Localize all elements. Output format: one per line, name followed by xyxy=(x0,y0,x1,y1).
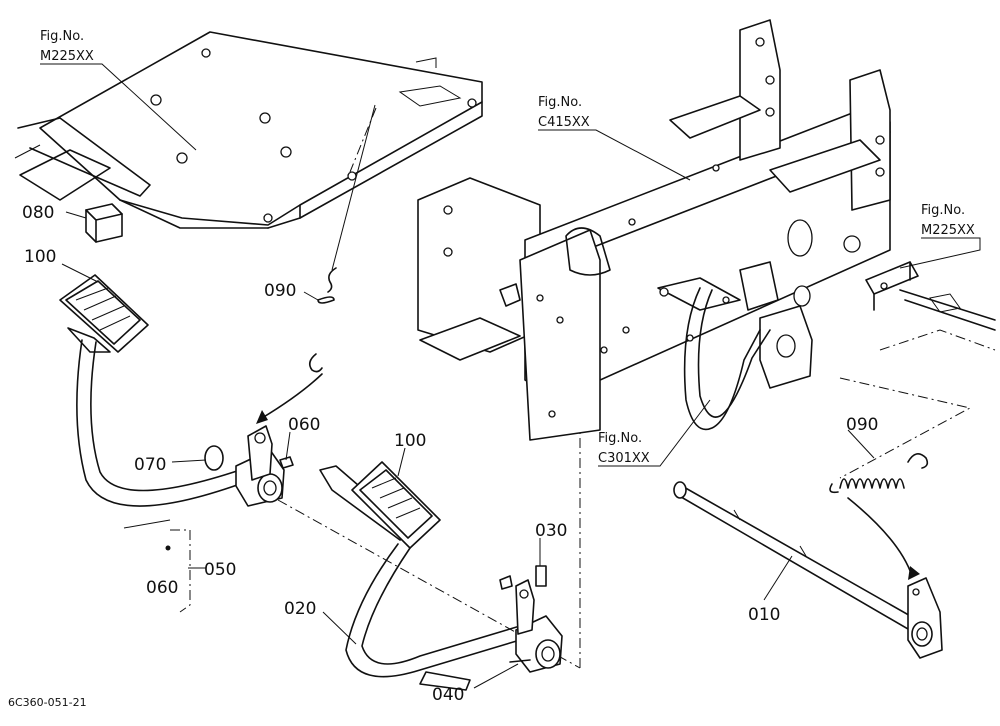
arrow-spring-left xyxy=(261,373,323,419)
svg-text:C301XX: C301XX xyxy=(598,451,650,466)
spring-090-left xyxy=(308,104,376,373)
svg-text:Fig.No.: Fig.No. xyxy=(538,95,582,110)
svg-text:Fig.No.: Fig.No. xyxy=(40,29,84,44)
floor-plate xyxy=(14,31,483,229)
right-side-rail xyxy=(839,261,996,479)
drawing-code: 6C360-051-21 xyxy=(8,696,87,709)
callout-090-left: 090 xyxy=(264,281,296,301)
svg-text:M225XX: M225XX xyxy=(921,223,975,238)
centerline-a xyxy=(349,107,377,173)
callout-040: 040 xyxy=(432,685,464,705)
fig-ref-m225-left: Fig.No. M225XX xyxy=(40,29,94,64)
brake-rod-loop xyxy=(683,287,771,431)
callout-080: 080 xyxy=(22,203,54,223)
svg-text:M225XX: M225XX xyxy=(40,49,94,64)
callout-030: 030 xyxy=(535,521,567,541)
fig-ref-m225-right: Fig.No. M225XX xyxy=(921,203,975,238)
svg-text:Fig.No.: Fig.No. xyxy=(598,431,642,446)
callout-020: 020 xyxy=(284,599,316,619)
fig-ref-c301: Fig.No. C301XX xyxy=(598,431,650,466)
fig-ref-c415: Fig.No. C415XX xyxy=(538,95,590,130)
callout-050: 050 xyxy=(204,560,236,580)
shaft-010 xyxy=(673,481,943,659)
brake-pedal-right xyxy=(319,461,563,691)
brake-pedal-left xyxy=(59,274,294,507)
callout-090-right: 090 xyxy=(846,415,878,435)
callout-060-top: 060 xyxy=(288,415,320,435)
callout-100-mid: 100 xyxy=(394,431,426,451)
centerline-d xyxy=(170,529,191,613)
arrowhead-left xyxy=(256,410,268,424)
callout-060-bottom: 060 xyxy=(146,578,178,598)
leader-lines xyxy=(40,63,981,689)
callout-070: 070 xyxy=(134,455,166,475)
svg-text:Fig.No.: Fig.No. xyxy=(921,203,965,218)
callout-010: 010 xyxy=(748,605,780,625)
part-080-stopper xyxy=(85,203,123,243)
point-060 xyxy=(165,545,171,551)
main-frame xyxy=(417,19,891,441)
svg-text:C415XX: C415XX xyxy=(538,115,590,130)
spring-090-right xyxy=(829,453,929,580)
callout-100-left: 100 xyxy=(24,247,56,267)
